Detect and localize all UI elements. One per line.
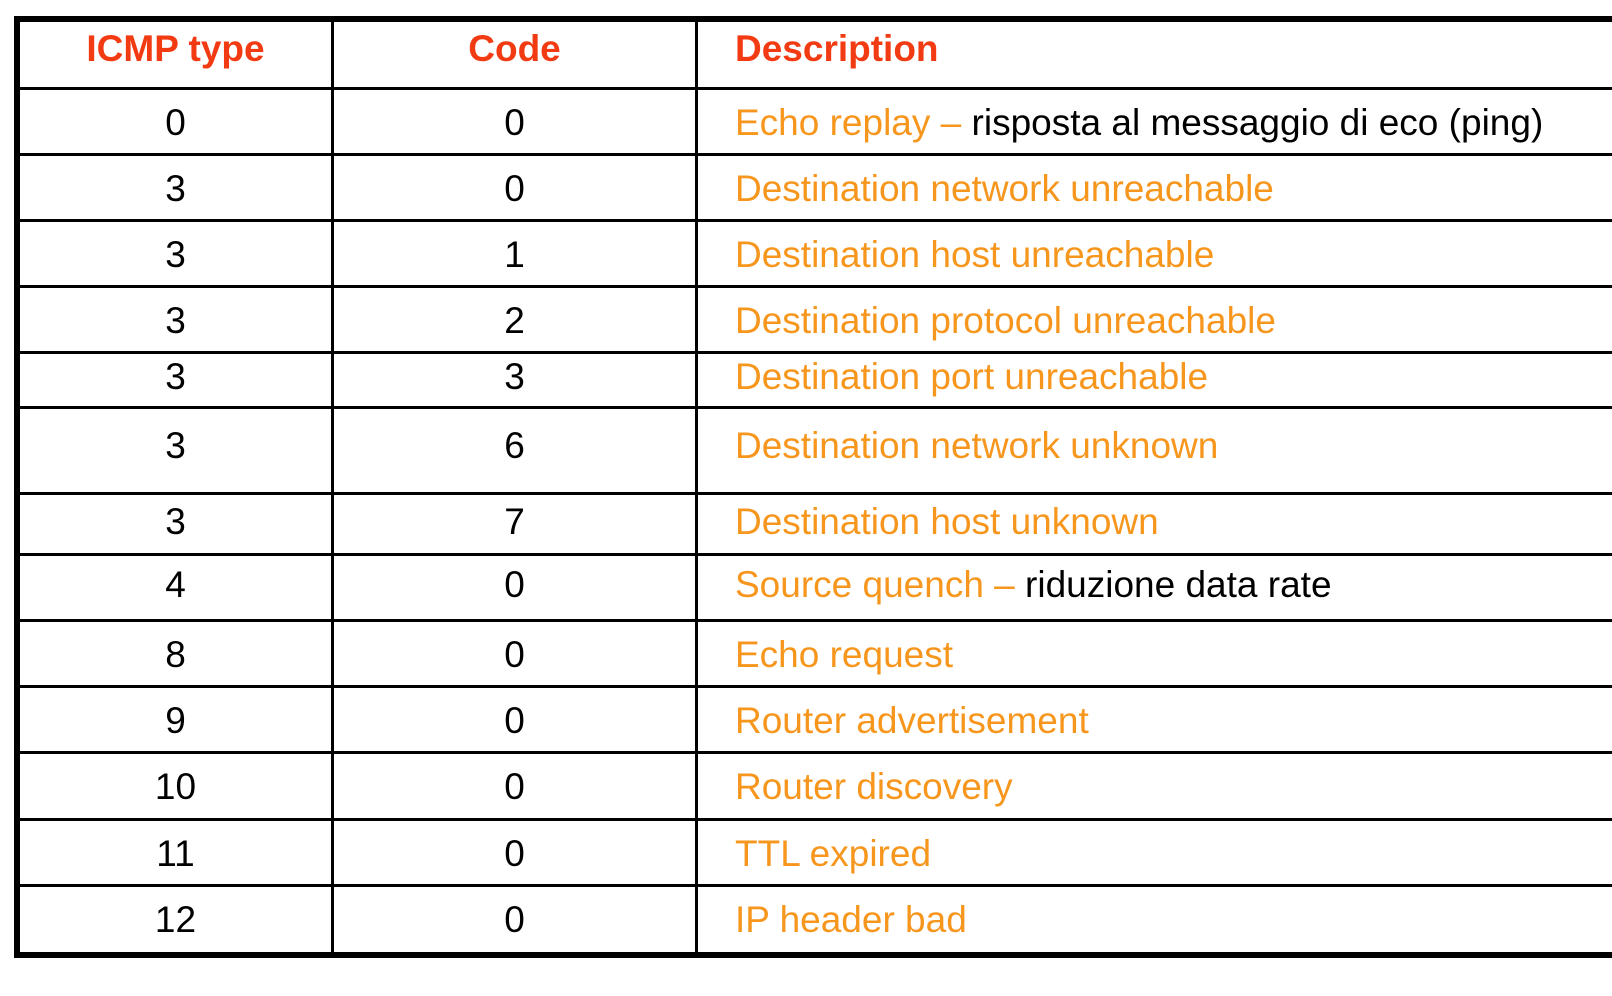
- description-label: Source quench –: [735, 564, 1026, 605]
- cell-description: IP header bad: [735, 899, 967, 940]
- cell-code: 0: [334, 688, 698, 751]
- cell-description: Destination network unknown: [735, 425, 1219, 466]
- table-row: 3 7 Destination host unknown: [20, 495, 1612, 556]
- header-icmp-type: ICMP type: [20, 22, 334, 87]
- cell-code: 0: [334, 90, 698, 153]
- cell-icmp-type: 3: [20, 156, 334, 219]
- table-header-row: ICMP type Code Description: [20, 22, 1612, 90]
- description-note: risposta al messaggio di eco (ping): [971, 102, 1544, 143]
- cell-icmp-type: 3: [20, 409, 334, 492]
- cell-icmp-type: 8: [20, 622, 334, 685]
- table-row: 3 6 Destination network unknown: [20, 409, 1612, 495]
- cell-code: 0: [334, 556, 698, 619]
- table-row: 10 0 Router discovery: [20, 754, 1612, 821]
- cell-description: Echo replay – risposta al messaggio di e…: [698, 90, 1612, 153]
- description-note: riduzione data rate: [1025, 564, 1332, 605]
- table-row: 3 1 Destination host unreachable: [20, 222, 1612, 288]
- cell-description: Destination host unreachable: [735, 234, 1215, 275]
- cell-description: Destination network unreachable: [735, 168, 1274, 209]
- cell-code: 2: [334, 288, 698, 351]
- cell-description: Router advertisement: [735, 700, 1089, 741]
- table-row: 9 0 Router advertisement: [20, 688, 1612, 754]
- cell-code: 0: [334, 887, 698, 952]
- cell-code: 0: [334, 156, 698, 219]
- cell-icmp-type: 9: [20, 688, 334, 751]
- table-row: 8 0 Echo request: [20, 622, 1612, 688]
- cell-icmp-type: 3: [20, 222, 334, 285]
- cell-description: Destination protocol unreachable: [735, 300, 1276, 341]
- table-row: 12 0 IP header bad: [20, 887, 1612, 952]
- cell-description: Destination port unreachable: [735, 356, 1209, 397]
- cell-icmp-type: 11: [20, 821, 334, 884]
- description-label: Echo replay –: [735, 102, 972, 143]
- table-row: 3 2 Destination protocol unreachable: [20, 288, 1612, 354]
- table-row: 4 0 Source quench – riduzione data rate: [20, 556, 1612, 622]
- cell-code: 3: [334, 354, 698, 406]
- cell-code: 0: [334, 622, 698, 685]
- table-row: 0 0 Echo replay – risposta al messaggio …: [20, 90, 1612, 156]
- cell-icmp-type: 4: [20, 556, 334, 619]
- cell-icmp-type: 10: [20, 754, 334, 818]
- icmp-table: ICMP type Code Description 0 0 Echo repl…: [14, 16, 1612, 958]
- cell-description: Source quench – riduzione data rate: [698, 556, 1612, 619]
- table-row: 3 3 Destination port unreachable: [20, 354, 1612, 409]
- cell-code: 7: [334, 495, 698, 553]
- cell-description: Router discovery: [735, 766, 1013, 807]
- cell-icmp-type: 3: [20, 495, 334, 553]
- cell-description: Destination host unknown: [735, 501, 1159, 542]
- table-row: 11 0 TTL expired: [20, 821, 1612, 887]
- cell-icmp-type: 0: [20, 90, 334, 153]
- header-description: Description: [735, 28, 939, 69]
- cell-code: 6: [334, 409, 698, 492]
- cell-icmp-type: 3: [20, 288, 334, 351]
- cell-icmp-type: 12: [20, 887, 334, 952]
- cell-description: TTL expired: [735, 833, 932, 874]
- cell-icmp-type: 3: [20, 354, 334, 406]
- cell-code: 1: [334, 222, 698, 285]
- cell-code: 0: [334, 754, 698, 818]
- cell-description: Echo request: [735, 634, 954, 675]
- header-code: Code: [334, 22, 698, 87]
- cell-code: 0: [334, 821, 698, 884]
- table-row: 3 0 Destination network unreachable: [20, 156, 1612, 222]
